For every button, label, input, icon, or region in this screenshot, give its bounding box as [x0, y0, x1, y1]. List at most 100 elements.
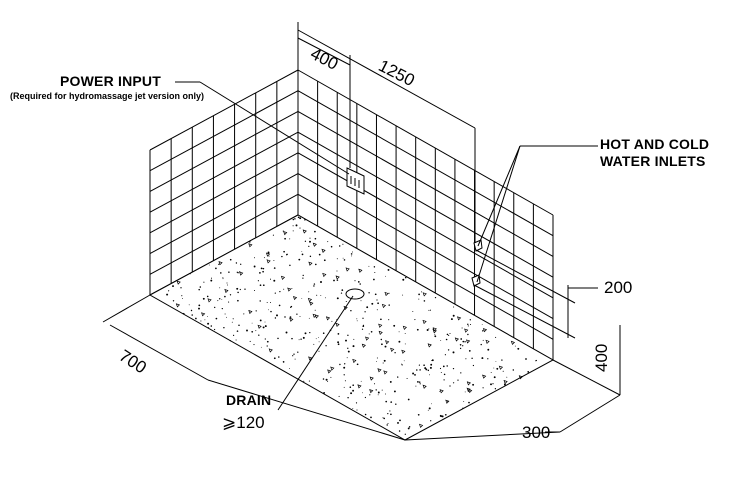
- concrete-speckle: [215, 317, 218, 320]
- concrete-speckle: [517, 347, 520, 350]
- concrete-speckle: [352, 384, 355, 387]
- concrete-speckle: [395, 403, 397, 405]
- concrete-speckle: [535, 360, 537, 362]
- concrete-aggregate: [307, 297, 313, 303]
- extension-line: [475, 249, 576, 304]
- concrete-speckle: [457, 379, 459, 381]
- concrete-speckle: [431, 403, 432, 405]
- concrete-speckle: [431, 359, 433, 362]
- concrete-speckle: [346, 357, 348, 359]
- concrete-speckle: [198, 304, 201, 307]
- concrete-speckle: [356, 320, 358, 322]
- concrete-speckle: [289, 316, 292, 318]
- concrete-speckle: [370, 416, 372, 419]
- concrete-speckle: [336, 279, 339, 281]
- concrete-aggregate: [464, 328, 469, 333]
- concrete-speckle: [292, 230, 294, 232]
- concrete-speckle: [430, 420, 432, 422]
- floor-outline: [148, 214, 555, 441]
- concrete-speckle: [218, 298, 221, 300]
- concrete-speckle: [419, 383, 421, 385]
- concrete-speckle: [414, 319, 416, 321]
- concrete-aggregate: [218, 261, 223, 266]
- concrete-speckle: [239, 288, 241, 291]
- concrete-speckle: [429, 309, 431, 311]
- concrete-speckle: [303, 380, 305, 382]
- concrete-speckle: [434, 296, 437, 299]
- concrete-speckle: [388, 292, 390, 294]
- concrete-speckle: [299, 227, 301, 229]
- concrete-aggregate: [292, 295, 298, 301]
- concrete-speckle: [273, 279, 276, 282]
- concrete-speckle: [398, 340, 401, 343]
- concrete-speckle: [317, 336, 319, 338]
- concrete-speckle: [264, 338, 266, 340]
- concrete-speckle: [290, 305, 293, 308]
- back-wall-tile-line: [297, 131, 554, 278]
- concrete-speckle: [235, 262, 238, 264]
- concrete-speckle: [496, 367, 499, 370]
- concrete-speckle: [262, 326, 265, 329]
- concrete-speckle: [492, 383, 494, 385]
- concrete-speckle: [394, 352, 396, 354]
- concrete-speckle: [218, 263, 220, 265]
- concrete-speckle: [445, 338, 448, 341]
- concrete-speckle: [282, 361, 285, 363]
- concrete-speckle: [294, 358, 296, 360]
- concrete-aggregate: [378, 323, 383, 328]
- concrete-speckle: [397, 421, 399, 424]
- concrete-speckle: [289, 238, 291, 240]
- concrete-aggregate: [384, 291, 389, 297]
- drain-hole: [345, 288, 365, 300]
- concrete-speckle: [291, 288, 293, 289]
- water-inlets-label-line2: WATER INLETS: [600, 153, 706, 169]
- concrete-speckle: [447, 349, 450, 351]
- concrete-speckle: [188, 304, 190, 306]
- concrete-speckle: [381, 343, 383, 346]
- concrete-speckle: [301, 251, 303, 253]
- concrete-speckle: [427, 409, 429, 411]
- concrete-speckle: [467, 390, 470, 392]
- concrete-speckle: [350, 392, 353, 395]
- concrete-speckle: [274, 317, 277, 319]
- concrete-speckle: [236, 330, 239, 332]
- concrete-aggregate: [445, 399, 450, 404]
- concrete-speckle: [296, 313, 298, 315]
- concrete-speckle: [439, 414, 442, 417]
- concrete-speckle: [331, 320, 333, 322]
- dimension-200: 200: [604, 278, 633, 297]
- concrete-speckle: [374, 271, 376, 274]
- concrete-speckle: [452, 367, 455, 370]
- concrete-speckle: [189, 273, 191, 275]
- concrete-aggregate: [239, 271, 244, 276]
- concrete-speckle: [429, 374, 430, 376]
- concrete-speckle: [442, 365, 445, 368]
- concrete-speckle: [345, 300, 347, 303]
- concrete-speckle: [385, 400, 388, 403]
- concrete-speckle: [206, 295, 209, 298]
- concrete-speckle: [493, 376, 496, 379]
- concrete-speckle: [323, 259, 326, 262]
- concrete-speckle: [482, 387, 484, 389]
- concrete-aggregate: [302, 229, 307, 234]
- concrete-speckle: [298, 339, 300, 341]
- concrete-speckle: [419, 369, 421, 371]
- concrete-speckle: [467, 333, 469, 336]
- dimension-line-700: [109, 324, 209, 381]
- concrete-speckle: [355, 402, 358, 404]
- leader-drain: [277, 295, 354, 411]
- concrete-speckle: [463, 401, 465, 403]
- concrete-aggregate: [248, 309, 253, 315]
- concrete-speckle: [369, 394, 371, 396]
- concrete-speckle: [482, 330, 484, 332]
- concrete-speckle: [202, 297, 205, 300]
- concrete-speckle: [337, 343, 340, 346]
- concrete-speckle: [347, 334, 349, 337]
- concrete-speckle: [253, 257, 256, 259]
- concrete-speckle: [404, 333, 406, 335]
- concrete-aggregate: [265, 252, 271, 257]
- concrete-speckle: [385, 275, 386, 277]
- concrete-speckle: [285, 331, 288, 334]
- concrete-speckle: [260, 267, 263, 270]
- concrete-speckle: [344, 380, 346, 382]
